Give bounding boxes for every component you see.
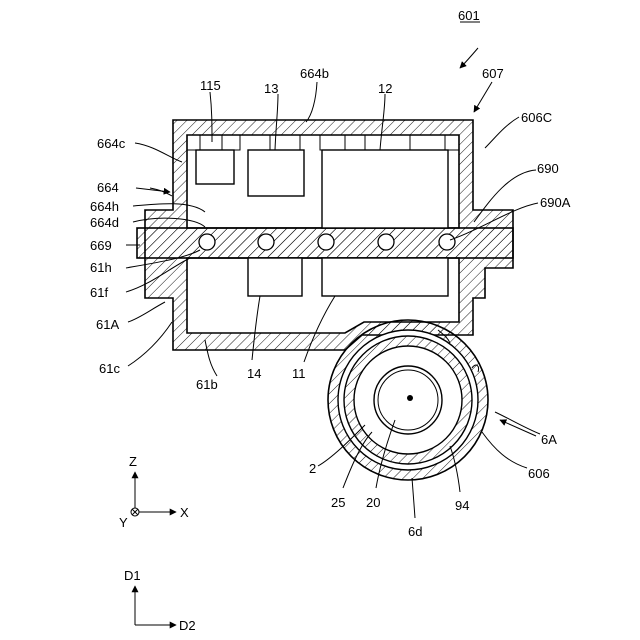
label-690A: 690A — [540, 195, 571, 210]
component-14 — [248, 258, 302, 296]
label-690: 690 — [537, 161, 559, 176]
label-606: 606 — [528, 466, 550, 481]
axis-z-label: Z — [129, 454, 137, 469]
label-6A: 6A — [541, 432, 557, 447]
label-94: 94 — [455, 498, 469, 513]
label-664: 664 — [97, 180, 119, 195]
axis-x-label: X — [180, 505, 189, 520]
component-12 — [322, 150, 448, 228]
axis-y-label: Y — [119, 515, 128, 530]
component-115 — [196, 150, 234, 184]
label-606C: 606C — [521, 110, 552, 125]
label-61h: 61h — [90, 260, 112, 275]
label-figure-number: 601 — [458, 8, 480, 23]
label-6d: 6d — [408, 524, 422, 539]
top-ribs — [187, 135, 459, 150]
label-61f: 61f — [90, 285, 108, 300]
label-13: 13 — [264, 81, 278, 96]
label-664b: 664b — [300, 66, 329, 81]
label-664h: 664h — [90, 199, 119, 214]
label-664d: 664d — [90, 215, 119, 230]
label-61A: 61A — [96, 317, 119, 332]
xyz-axis-indicator: Z X Y — [119, 454, 189, 530]
axis-d1-label: D1 — [124, 568, 141, 583]
label-61b: 61b — [196, 377, 218, 392]
label-664c: 664c — [97, 136, 126, 151]
component-11 — [322, 258, 448, 296]
label-14: 14 — [247, 366, 261, 381]
label-11: 11 — [292, 366, 306, 381]
d-axis-indicator: D1 D2 — [124, 568, 196, 633]
component-13 — [248, 150, 304, 196]
label-115: 115 — [200, 78, 221, 93]
label-20: 20 — [366, 495, 380, 510]
label-607: 607 — [482, 66, 504, 81]
label-669: 669 — [90, 238, 112, 253]
axis-d2-label: D2 — [179, 618, 196, 633]
roller-assembly — [328, 320, 488, 480]
label-12: 12 — [378, 81, 392, 96]
label-2: 2 — [309, 461, 316, 476]
label-25: 25 — [331, 495, 345, 510]
label-61c: 61c — [99, 361, 120, 376]
